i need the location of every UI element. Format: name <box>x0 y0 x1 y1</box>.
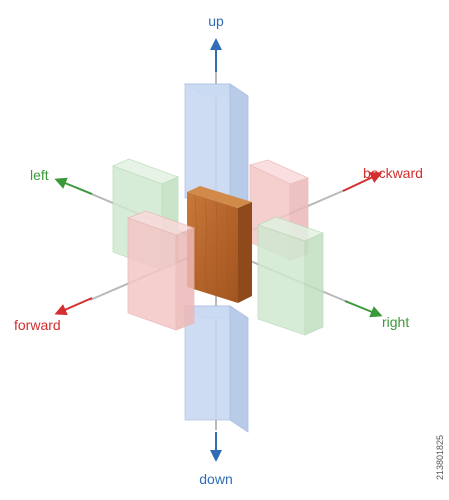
label-down: down <box>199 471 232 487</box>
right-box <box>256 216 325 336</box>
wood-block <box>187 186 252 303</box>
backward-arrow <box>342 172 383 192</box>
label-left: left <box>30 167 49 183</box>
forward-arrow <box>54 297 93 316</box>
up-box <box>183 83 250 211</box>
label-backward: backward <box>363 165 423 181</box>
label-up: up <box>208 13 224 29</box>
right-arrow <box>344 300 383 318</box>
label-right: right <box>382 314 409 330</box>
arrows <box>54 38 383 462</box>
label-forward: forward <box>14 317 61 333</box>
forward-box <box>126 210 196 331</box>
side-id-text: 213801825 <box>435 434 445 480</box>
left-arrow <box>54 177 93 195</box>
down-box <box>183 305 250 433</box>
